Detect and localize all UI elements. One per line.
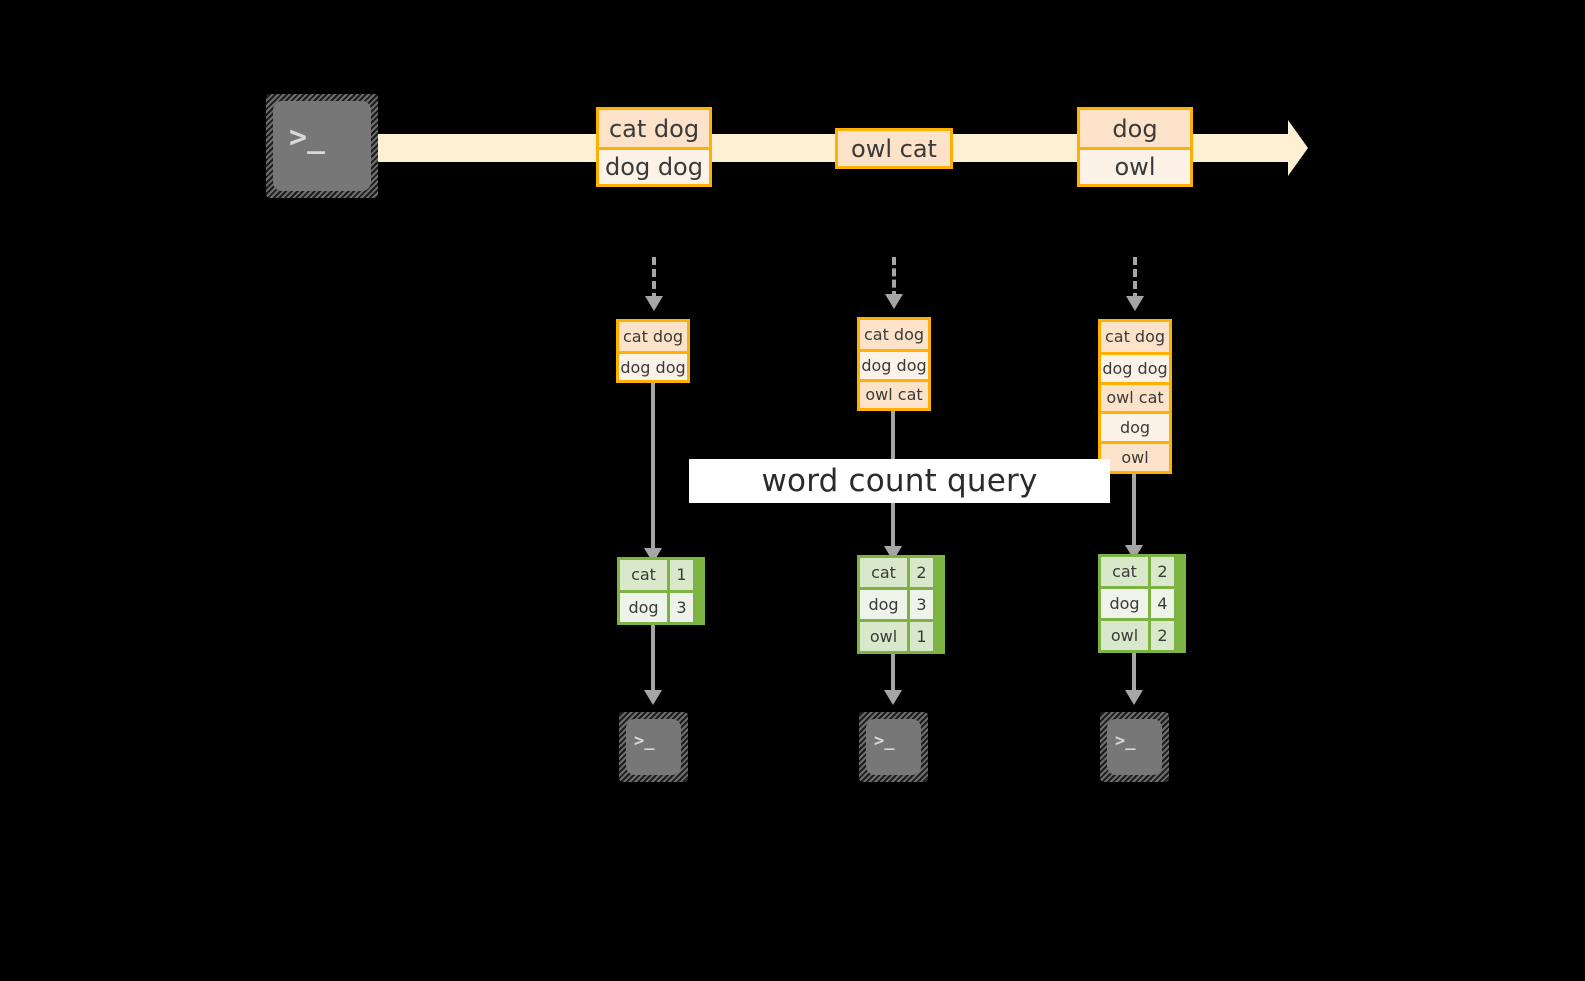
stream-event-2[interactable]: owl cat [835,128,953,169]
snapshot-3-sink-terminal-icon[interactable]: >_ [1100,712,1169,782]
stream-event-1[interactable]: cat dog dog dog [596,107,712,187]
event-stream-arrowhead [1288,120,1308,176]
word-cell: dog [860,590,907,619]
count-cell: 4 [1148,589,1174,618]
source-terminal-icon[interactable]: >_ [266,94,378,198]
terminal-screen: >_ [1107,719,1162,775]
word-cell: cat [620,560,667,590]
snapshot-1-trigger-shaft [652,257,656,301]
word-cell: cat [1101,557,1148,586]
snapshot-1-input-box[interactable]: cat dog dog dog [616,319,690,383]
snapshot-input-line: dog dog [1101,351,1169,382]
snapshot-input-line: cat dog [860,320,928,350]
snapshot-2-output-arrowhead [884,690,902,705]
table-row: cat 2 [860,558,942,587]
snapshot-2-count-table[interactable]: cat 2 dog 3 owl 1 [857,555,945,654]
snapshot-3-input-box[interactable]: cat dog dog dog owl cat dog owl [1098,319,1172,474]
word-cell: dog [1101,589,1148,618]
snapshot-2-trigger-arrowhead [885,294,903,309]
snapshot-input-line: dog dog [860,349,928,379]
snapshot-3-query-shaft [1132,474,1136,552]
prompt-glyph: >_ [1115,731,1136,751]
snapshot-1-count-table[interactable]: cat 1 dog 3 [617,557,705,625]
snapshot-input-line: dog dog [619,351,687,380]
table-row: dog 3 [860,587,942,619]
table-row: owl 1 [860,619,942,651]
query-label-banner: word count query [689,459,1110,503]
snapshot-1-trigger-arrowhead [645,296,663,311]
table-row: cat 2 [1101,557,1183,586]
snapshot-input-line: owl [1101,441,1169,471]
table-row: dog 3 [620,589,702,622]
stream-event-line: owl cat [838,131,950,166]
terminal-screen: >_ [866,719,921,775]
snapshot-2-output-shaft [891,654,895,697]
snapshot-2-sink-terminal-icon[interactable]: >_ [859,712,928,782]
count-cell: 2 [1148,621,1174,650]
count-cell: 3 [667,592,693,622]
count-cell: 3 [907,590,933,619]
snapshot-1-output-arrowhead [644,690,662,705]
stream-event-line: dog dog [599,147,709,184]
word-cell: dog [620,592,667,622]
snapshot-input-line: dog [1101,411,1169,442]
word-cell: owl [1101,621,1148,650]
stream-event-line: dog [1080,110,1190,147]
stream-event-line: cat dog [599,110,709,147]
table-row: cat 1 [620,560,702,590]
snapshot-1-sink-terminal-icon[interactable]: >_ [619,712,688,782]
count-cell: 2 [1148,557,1174,586]
count-cell: 2 [907,558,933,587]
count-cell: 1 [667,560,693,590]
snapshot-1-output-shaft [651,625,655,697]
terminal-screen: >_ [273,101,371,191]
table-row: dog 4 [1101,586,1183,618]
snapshot-2-trigger-shaft [892,257,896,299]
query-label-text: word count query [761,463,1038,499]
stream-event-3[interactable]: dog owl [1077,107,1193,187]
table-row: owl 2 [1101,618,1183,650]
snapshot-input-line: cat dog [1101,322,1169,352]
snapshot-input-line: cat dog [619,322,687,351]
terminal-screen: >_ [626,719,681,775]
snapshot-input-line: owl cat [1101,381,1169,412]
snapshot-1-query-shaft [651,383,655,555]
word-cell: cat [860,558,907,587]
snapshot-2-input-box[interactable]: cat dog dog dog owl cat [857,317,931,411]
snapshot-3-trigger-shaft [1133,257,1137,301]
count-cell: 1 [907,622,933,651]
snapshot-input-line: owl cat [860,378,928,408]
prompt-glyph: >_ [634,731,655,751]
prompt-glyph: >_ [874,731,895,751]
snapshot-3-output-shaft [1132,653,1136,697]
snapshot-3-output-arrowhead [1125,690,1143,705]
word-cell: owl [860,622,907,651]
snapshot-3-trigger-arrowhead [1126,296,1144,311]
prompt-glyph: >_ [289,120,326,155]
snapshot-3-count-table[interactable]: cat 2 dog 4 owl 2 [1098,554,1186,653]
stream-event-line: owl [1080,147,1190,184]
